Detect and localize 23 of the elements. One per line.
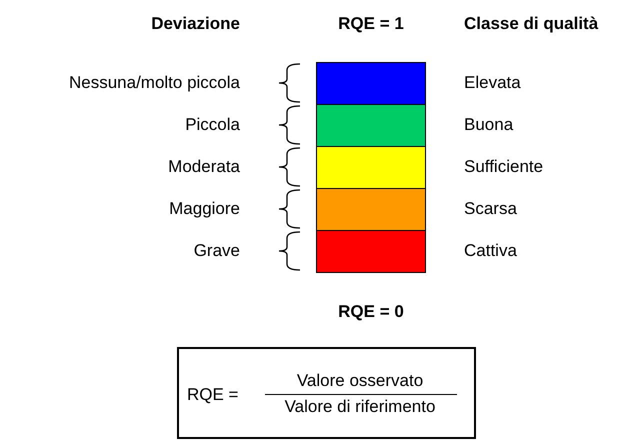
denominator-text: Valore di riferimento: [284, 397, 436, 417]
quality-class-label: Buona: [464, 115, 514, 135]
quality-class-bar: [316, 188, 426, 231]
column-heading: Classe di qualità: [464, 14, 598, 34]
scale-bottom-label: RQE = 0: [337, 302, 405, 322]
deviation-label: Moderata: [168, 157, 240, 177]
quality-class-bar: [316, 104, 426, 147]
deviation-label: Nessuna/molto piccola: [68, 73, 240, 93]
deviation-label: Piccola: [185, 115, 240, 135]
quality-class-bar: [316, 230, 426, 273]
column-heading: Deviazione: [151, 14, 240, 34]
deviation-label: Maggiore: [169, 199, 240, 219]
quality-class-bar: [316, 62, 426, 105]
quality-class-label: Sufficiente: [464, 157, 544, 177]
formula-box: [177, 347, 476, 439]
numerator-text: Valore osservato: [296, 371, 424, 391]
quality-class-label: Cattiva: [464, 241, 517, 261]
quality-class-bar: [316, 146, 426, 189]
quality-class-label: Scarsa: [464, 199, 517, 219]
deviation-label: Grave: [194, 241, 240, 261]
formula-text: RQE =: [187, 385, 238, 405]
scale-top-label: RQE = 1: [337, 14, 405, 34]
quality-class-label: Elevata: [464, 73, 521, 93]
